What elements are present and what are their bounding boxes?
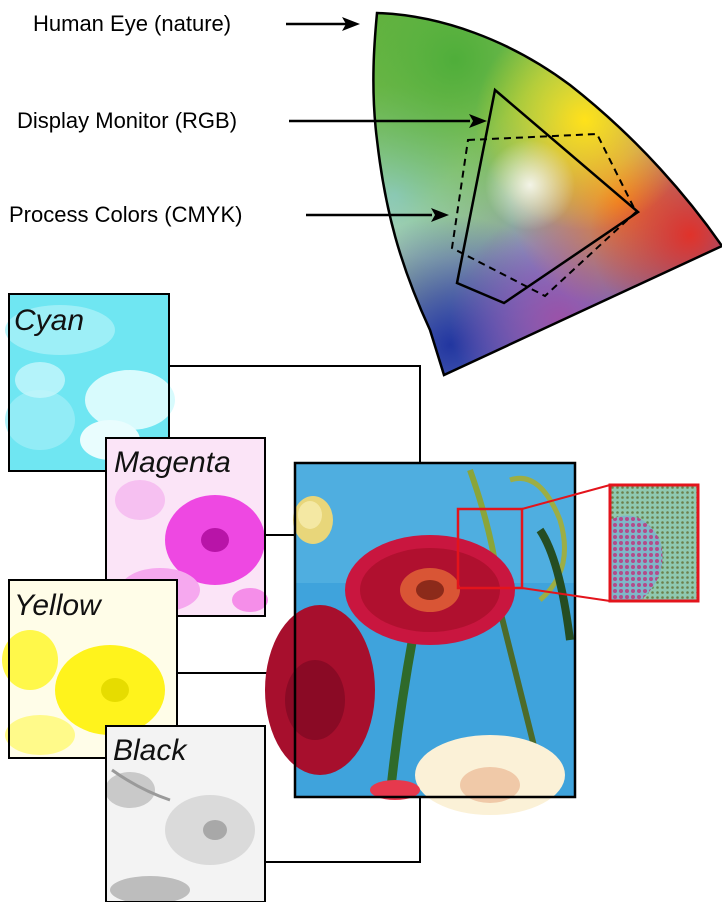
- zoom-region-box: [456, 507, 524, 590]
- plate-connectors: [169, 365, 421, 863]
- halftone-enlargement: [608, 483, 700, 603]
- display-monitor-arrow: [469, 114, 487, 128]
- magenta-plate-label: Magenta: [114, 446, 231, 479]
- gamut-legend: Human Eye (nature) Display Monitor (RGB)…: [9, 11, 487, 227]
- process-colors-label: Process Colors (CMYK): [9, 202, 242, 227]
- cyan-plate-label: Cyan: [14, 304, 84, 337]
- red-gerbera: [345, 535, 515, 645]
- yellow-plate-label: Yellow: [14, 589, 103, 622]
- process-colors-arrow: [431, 208, 449, 222]
- black-plate: Black: [105, 725, 266, 902]
- zoom-detail: [456, 483, 700, 603]
- cmyk-gamut-polygon: [450, 132, 638, 298]
- display-monitor-label: Display Monitor (RGB): [17, 108, 237, 133]
- rgb-gamut-triangle: [455, 87, 641, 305]
- human-eye-label: Human Eye (nature): [33, 11, 231, 36]
- human-eye-arrow: [342, 17, 360, 31]
- black-plate-label: Black: [113, 734, 188, 767]
- composite-flower-photo: [265, 461, 577, 815]
- gamut-chart: [372, 11, 722, 377]
